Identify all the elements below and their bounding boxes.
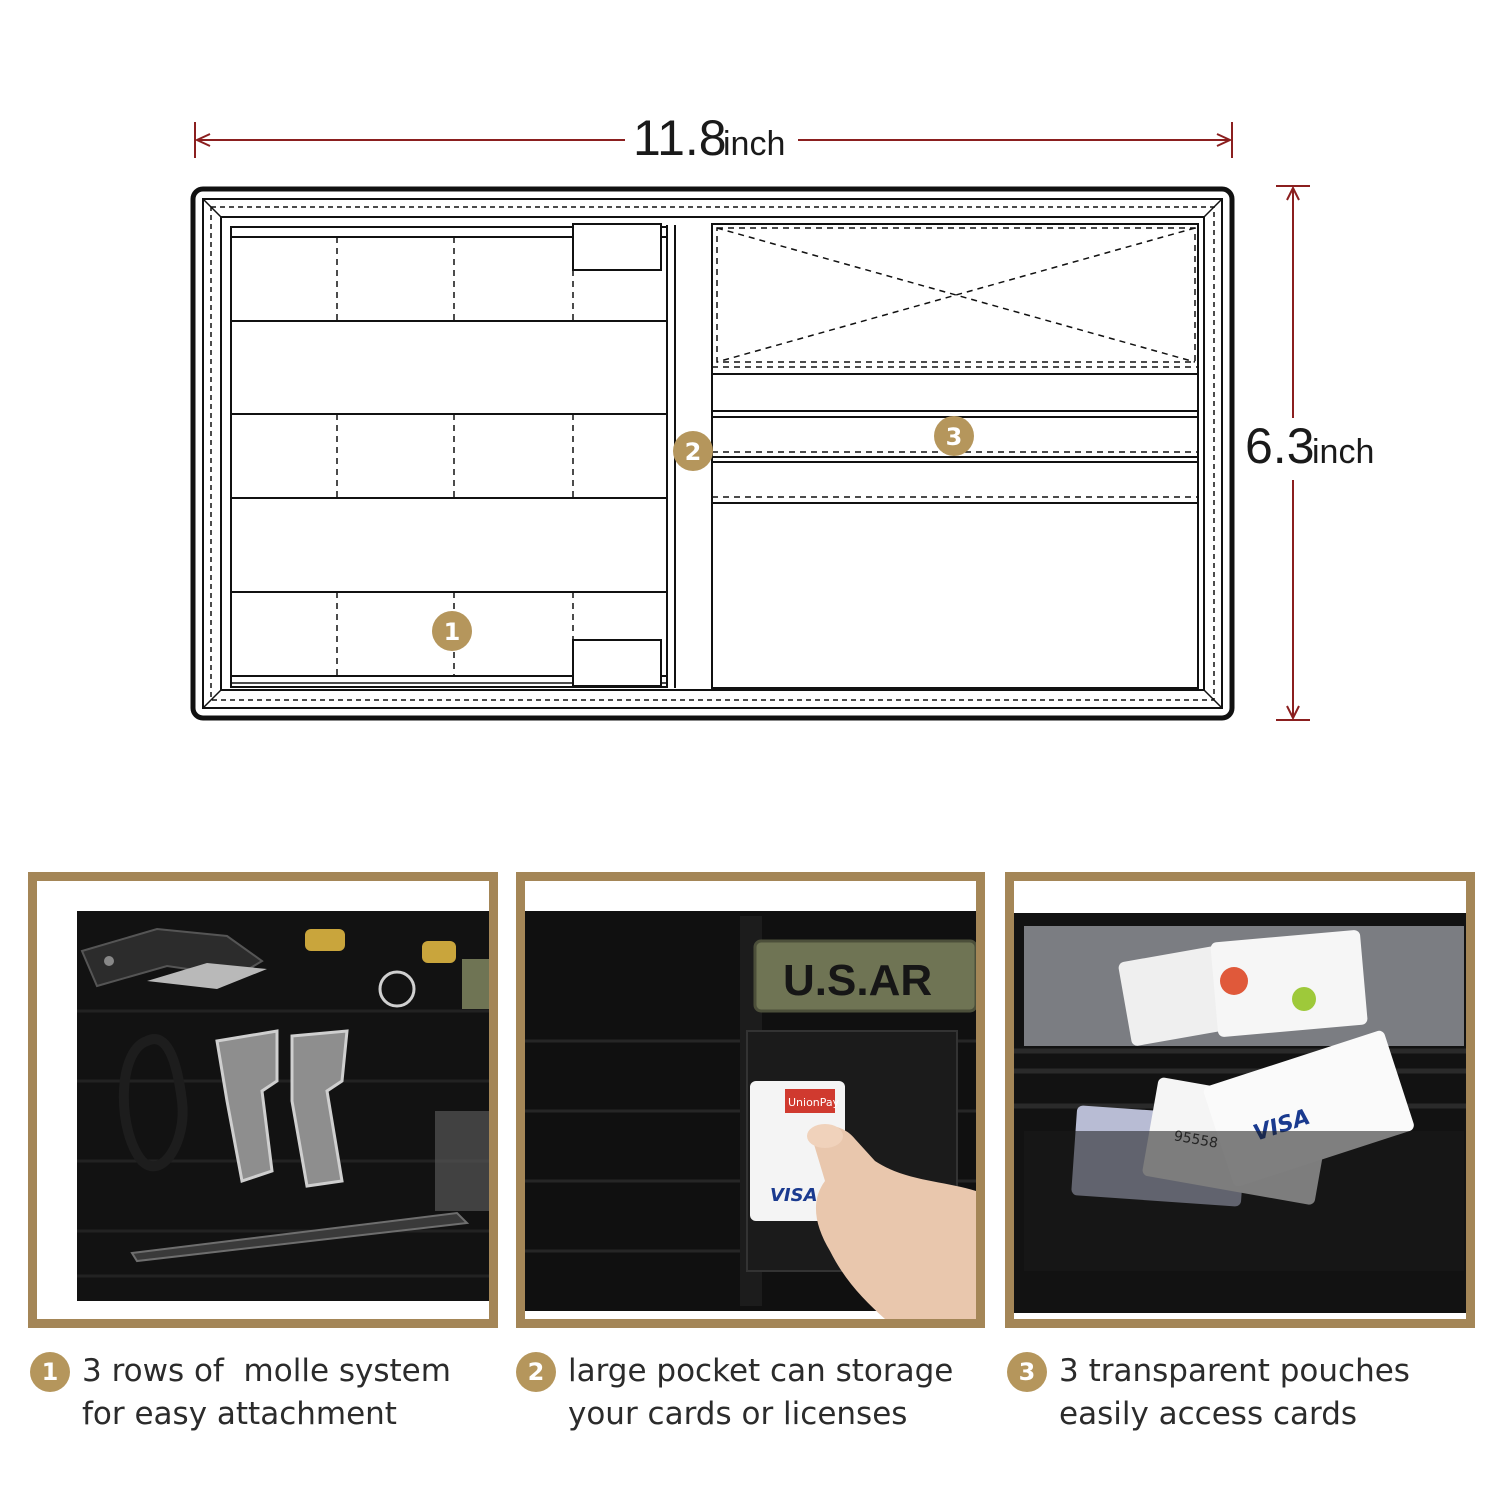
pocket-section xyxy=(711,223,1199,689)
width-dimension xyxy=(194,122,1233,158)
caption-2-line-1: large pocket can storage xyxy=(568,1353,954,1389)
organizer-panel xyxy=(190,186,1235,721)
hand-icon xyxy=(807,1124,976,1319)
width-value: 11.8 xyxy=(633,110,727,166)
photo-molle-tools xyxy=(28,872,498,1328)
photo-large-pocket: U.S.AR UnionPay VISA xyxy=(516,872,985,1328)
carabiner-icon xyxy=(118,1034,188,1172)
usa-patch: U.S.AR xyxy=(753,939,976,1013)
brass-bead-icon xyxy=(305,929,456,1008)
caption-badge-1: 1 xyxy=(30,1352,70,1392)
svg-text:U.S.AR: U.S.AR xyxy=(783,956,932,1005)
height-unit: inch xyxy=(1312,433,1374,471)
caption-2-line-2: your cards or licenses xyxy=(568,1396,908,1432)
callout-badge-3: 3 xyxy=(934,416,974,456)
clear-pouch-edge xyxy=(435,1111,489,1211)
cards-top-pouch xyxy=(1118,930,1368,1046)
callout-badge-2: 2 xyxy=(673,431,713,471)
tactical-pen-icon xyxy=(130,1211,470,1263)
svg-text:UnionPay: UnionPay xyxy=(788,1096,840,1109)
svg-text:2: 2 xyxy=(685,438,702,466)
caption-1-line-1: 3 rows of molle system xyxy=(82,1353,451,1389)
caption-badge-2: 2 xyxy=(516,1352,556,1392)
multitool-icon xyxy=(215,1029,349,1188)
caption-3-line-2: easily access cards xyxy=(1059,1396,1358,1432)
width-unit: inch xyxy=(723,125,785,163)
caption-badge-3: 3 xyxy=(1007,1352,1047,1392)
photo-transparent-pouches: 95558 VISA xyxy=(1005,872,1475,1328)
callout-badge-1: 1 xyxy=(432,611,472,651)
organizer-line-drawing: 11.8 inch 6.3 inch xyxy=(190,110,1374,721)
height-dimension xyxy=(1276,185,1310,721)
molle-section xyxy=(230,223,668,688)
card-in-pocket: UnionPay VISA xyxy=(750,1081,845,1221)
caption-3-line-1: 3 transparent pouches xyxy=(1059,1353,1410,1389)
caption-1-line-2: for easy attachment xyxy=(82,1396,397,1432)
height-value: 6.3 xyxy=(1245,418,1315,474)
patch-edge xyxy=(462,959,489,1009)
knife-icon xyxy=(80,927,267,989)
caption-3: 3 3 transparent pouches easily access ca… xyxy=(1007,1350,1410,1436)
svg-text:VISA: VISA xyxy=(770,1185,818,1206)
caption-2: 2 large pocket can storage your cards or… xyxy=(516,1350,953,1436)
velcro-pouch xyxy=(1024,1131,1464,1271)
caption-1: 1 3 rows of molle system for easy attach… xyxy=(30,1350,451,1436)
svg-text:1: 1 xyxy=(444,618,461,646)
svg-text:3: 3 xyxy=(946,423,963,451)
